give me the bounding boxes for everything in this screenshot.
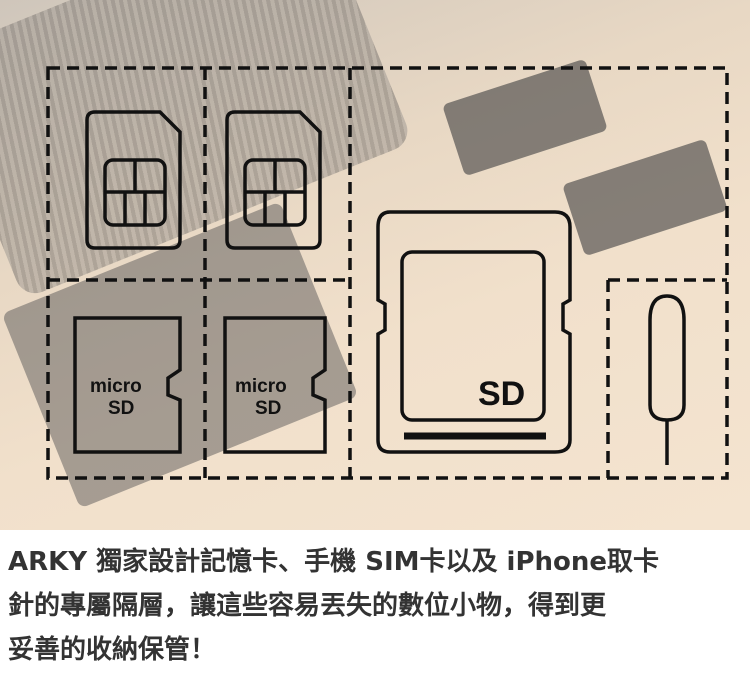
micro-label: micro [235, 376, 287, 397]
sim-card-icon [85, 110, 182, 250]
caption-line: 妥善的收納保管！ [8, 635, 217, 665]
compartment-diagram: micro SD micro SD SD [46, 66, 729, 480]
sim-card-icon [225, 110, 322, 250]
sd-small-label: SD [108, 398, 134, 419]
caption: ARKY 獨家設計記憶卡、手機 SIM卡以及 iPhone取卡 針的專屬隔層，讓… [8, 540, 748, 672]
dashed-grid [46, 66, 729, 480]
product-photo [0, 0, 750, 530]
micro-label: micro [90, 376, 142, 397]
caption-line: ARKY 獨家設計記憶卡、手機 SIM卡以及 iPhone取卡 [8, 547, 660, 577]
sd-label: SD [478, 375, 525, 413]
sd-small-label: SD [255, 398, 281, 419]
sim-eject-pin-icon [648, 294, 686, 465]
microsd-card-icon [223, 316, 327, 454]
sd-card-icon [376, 210, 572, 454]
caption-line: 針的專屬隔層，讓這些容易丟失的數位小物，得到更 [8, 591, 607, 621]
microsd-card-icon [73, 316, 182, 454]
